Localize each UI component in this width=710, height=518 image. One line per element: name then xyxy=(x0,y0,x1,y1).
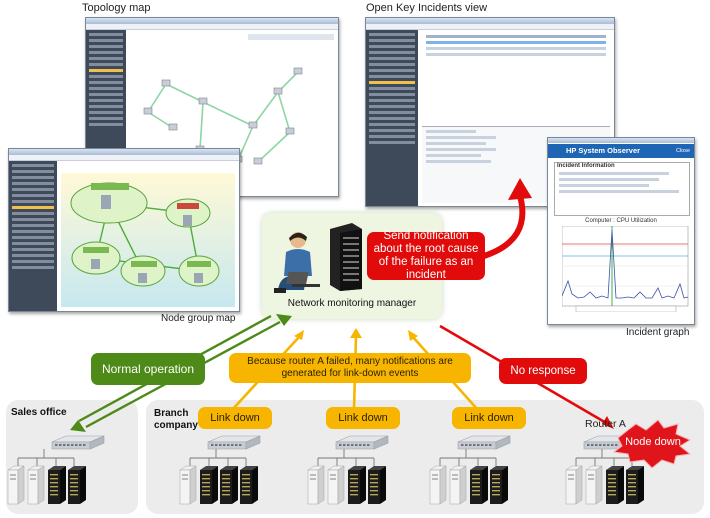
normal-operation-callout: Normal operation xyxy=(91,353,205,385)
node-group-map-screenshot xyxy=(8,148,240,312)
no-response-callout: No response xyxy=(499,358,587,384)
network-monitoring-manager-label: Network monitoring manager xyxy=(287,298,417,309)
link-down-callout-2: Link down xyxy=(326,407,400,429)
window-titlebar xyxy=(86,18,338,24)
incident-table xyxy=(422,32,610,127)
sales-office-label: Sales office xyxy=(11,407,67,418)
incident-graph-label: Incident graph xyxy=(626,327,690,338)
window-menubar xyxy=(86,24,338,30)
node-group-diagram xyxy=(61,173,235,307)
router-a-label: Router A xyxy=(585,418,626,430)
graph-title: Computer : CPU Utilization xyxy=(585,218,657,224)
window-titlebar xyxy=(366,18,614,24)
close-link[interactable]: Close xyxy=(675,148,690,154)
app-header-bar: HP System Observer Close xyxy=(548,144,694,158)
switch-icon xyxy=(335,435,389,450)
switch-icon xyxy=(51,435,105,450)
window-titlebar xyxy=(548,138,694,143)
window-menubar xyxy=(9,155,239,161)
link-down-callout-3: Link down xyxy=(452,407,526,429)
rack-server-icon xyxy=(330,223,362,291)
incident-information-box: Incident Information xyxy=(554,162,690,216)
switch-icon xyxy=(207,435,261,450)
window-titlebar xyxy=(9,149,239,155)
node-down-label: Node down xyxy=(625,436,681,448)
open-key-incidents-label: Open Key Incidents view xyxy=(366,2,488,14)
person-at-laptop-icon xyxy=(274,232,320,293)
link-down-callout-1: Link down xyxy=(198,407,272,429)
many-notifications-callout: Because router A failed, many notificati… xyxy=(229,353,471,383)
app-title: HP System Observer xyxy=(566,146,641,155)
incident-information-title: Incident Information xyxy=(557,163,615,169)
navigation-sidebar xyxy=(366,30,418,206)
branch-company-label: Branch company xyxy=(154,408,198,431)
normal-operation-arrowhead xyxy=(276,314,292,326)
node-group-map-label: Node group map xyxy=(161,313,236,324)
incident-graph-screenshot: HP System Observer Close Incident Inform… xyxy=(547,137,695,325)
cpu-utilization-graph xyxy=(562,226,689,312)
topology-map-label: Topology map xyxy=(82,2,151,14)
node-down-burst xyxy=(612,419,692,469)
graph-legend xyxy=(575,305,677,312)
send-notification-callout: Send notification about the root cause o… xyxy=(367,230,485,281)
switch-icon xyxy=(457,435,511,450)
window-menubar xyxy=(366,24,614,30)
navigation-sidebar xyxy=(9,161,57,311)
